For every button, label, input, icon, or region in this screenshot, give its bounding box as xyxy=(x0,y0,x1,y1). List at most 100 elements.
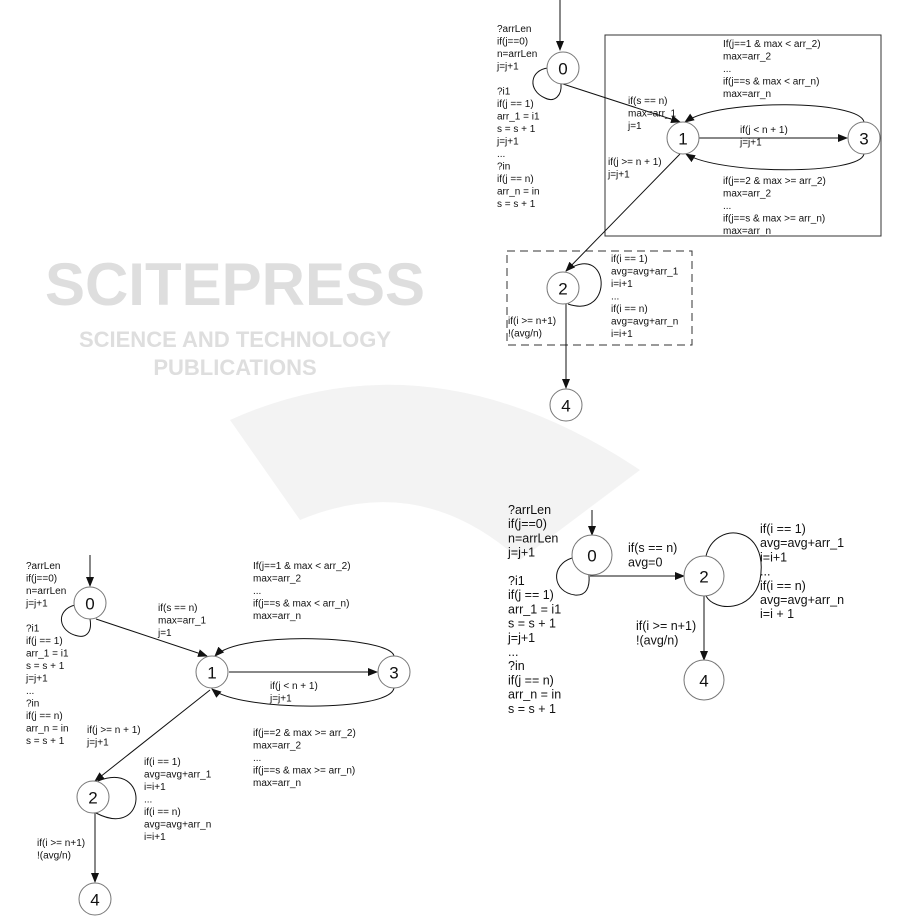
transition-label-line: ?in xyxy=(26,699,39,710)
state-label: 1 xyxy=(207,664,216,683)
transition-label-line: if(j == n) xyxy=(497,174,534,185)
transition-label-line: if(j >= n + 1) xyxy=(87,725,141,736)
transition-label-line: j=j+1 xyxy=(25,599,48,610)
label-2-4: if(i >= n+1)!(avg/n) xyxy=(508,316,556,340)
transition-label-line: if(j == n) xyxy=(26,711,63,722)
transition-label-line: arr_n = in xyxy=(26,724,69,735)
state-circle xyxy=(73,586,107,620)
state-label: 4 xyxy=(561,397,570,416)
self-loop-0 xyxy=(532,67,562,100)
state-label: 0 xyxy=(85,595,94,614)
transition-label-line: i=i + 1 xyxy=(760,607,794,621)
state-circle xyxy=(78,882,112,916)
state-4: 4 xyxy=(683,659,725,701)
transition-label-line: avg=avg+arr_n xyxy=(144,820,211,831)
state-0: 0 xyxy=(546,51,580,85)
transition-label-line: n=arrLen xyxy=(508,531,558,545)
state-circle xyxy=(76,780,110,814)
transition-label-line: ?in xyxy=(497,162,510,173)
transition-label-line: j=j+1 xyxy=(86,738,109,749)
edge-3-1-top xyxy=(684,104,865,123)
transition-label-line: if(j == 1) xyxy=(508,588,554,602)
transition-label-line: arr_n = in xyxy=(497,187,540,198)
transition-label-line: if(i == n) xyxy=(611,304,648,315)
transition-label-line: avg=avg+arr_1 xyxy=(760,536,844,550)
transition-label-line: if(i >= n+1) xyxy=(636,619,696,633)
transition-label-line: s = s + 1 xyxy=(26,661,65,672)
label-1-3: if(j < n + 1)j=j+1 xyxy=(269,681,318,705)
transition-label-line: i=i+1 xyxy=(611,329,633,340)
transition-label-line: n=arrLen xyxy=(497,49,537,60)
transition-label-line: max=arr_2 xyxy=(723,189,772,200)
transition-label-line: if(j==s & max >= arr_n) xyxy=(253,766,355,777)
avg-region-box xyxy=(506,250,693,346)
state-label: 2 xyxy=(699,568,708,587)
transition-label-line: if(j==0) xyxy=(508,517,547,531)
label-loop-top: If(j==1 & max < arr_2)max=arr_2 ...if(j=… xyxy=(253,561,351,622)
watermark-shape xyxy=(230,384,640,560)
transition-label-line: If(j==1 & max < arr_2) xyxy=(253,561,351,572)
transition-label-line: if(j==s & max < arr_n) xyxy=(253,599,349,610)
transition-label-line: s = s + 1 xyxy=(26,736,65,747)
transition-label-line: j=1 xyxy=(157,628,172,639)
transition-label-line: j=j+1 xyxy=(507,546,535,560)
transition-label-line: if(j==s & max < arr_n) xyxy=(723,77,819,88)
transition-label-line: ... xyxy=(26,686,34,697)
transition-label-line: if(j >= n + 1) xyxy=(608,157,662,168)
edge-1-2 xyxy=(565,153,681,272)
transition-label-line: i=i+1 xyxy=(144,832,166,843)
transition-label-line: if(i == n) xyxy=(760,579,806,593)
state-label: 3 xyxy=(859,130,868,149)
transition-label-line: j=j+1 xyxy=(607,170,630,181)
label-loop-top: If(j==1 & max < arr_2)max=arr_2 ...if(j=… xyxy=(723,39,821,100)
state-label: 0 xyxy=(587,547,596,566)
state-3: 3 xyxy=(847,121,881,155)
self-loop-2 xyxy=(565,263,602,307)
state-label: 4 xyxy=(699,672,708,691)
transition-label-line: arr_n = in xyxy=(508,688,561,702)
state-2: 2 xyxy=(683,555,725,597)
edge-0-1 xyxy=(95,618,208,657)
transition-label-line: j=j+1 xyxy=(507,631,535,645)
transition-label-line: max=arr_1 xyxy=(158,616,207,627)
transition-label-line: ?i1 xyxy=(497,87,511,98)
transition-label-line: if(i == 1) xyxy=(760,522,806,536)
transition-label-line: ... xyxy=(723,201,731,212)
edge-1-2 xyxy=(94,689,211,782)
label-avg-loop: if(i == 1)avg=avg+arr_1i=i+1...if(i == n… xyxy=(144,757,212,843)
transition-label-line: ... xyxy=(253,586,261,597)
transition-label-line: max=arr_n xyxy=(253,611,301,622)
state-circle xyxy=(546,51,580,85)
transition-label-line: if(j == 1) xyxy=(497,99,534,110)
transition-label-line: if(j==0) xyxy=(497,37,528,48)
transition-label-line: j=j+1 xyxy=(496,137,519,148)
label-avg-loop: if(i == 1)avg=avg+arr_1i=i+1...if(i == n… xyxy=(760,522,844,621)
transition-label-line: ... xyxy=(253,753,261,764)
state-circle xyxy=(546,271,580,305)
transition-label-line: s = s + 1 xyxy=(508,617,556,631)
transition-label-line: arr_1 = i1 xyxy=(26,649,69,660)
state-3: 3 xyxy=(377,655,411,689)
state-circle xyxy=(571,534,613,576)
label-2-4: if(i >= n+1)!(avg/n) xyxy=(37,838,85,862)
state-2: 2 xyxy=(546,271,580,305)
state-label: 4 xyxy=(90,891,99,910)
edge-0-1 xyxy=(562,83,681,124)
transition-label-line: i=i+1 xyxy=(760,550,787,564)
transition-label-line: if(j == 1) xyxy=(26,636,63,647)
transition-label-line: max=arr_2 xyxy=(723,52,772,63)
transition-label-line: if(j==2 & max >= arr_2) xyxy=(723,176,826,187)
state-label: 2 xyxy=(558,280,567,299)
transition-label-line: ... xyxy=(611,292,619,303)
state-0: 0 xyxy=(73,586,107,620)
state-circle xyxy=(377,655,411,689)
edge-3-1-bottom xyxy=(211,687,395,707)
transition-label-line: if(i == 1) xyxy=(611,254,648,265)
state-0: 0 xyxy=(571,534,613,576)
transition-label-line: if(i == 1) xyxy=(144,757,181,768)
